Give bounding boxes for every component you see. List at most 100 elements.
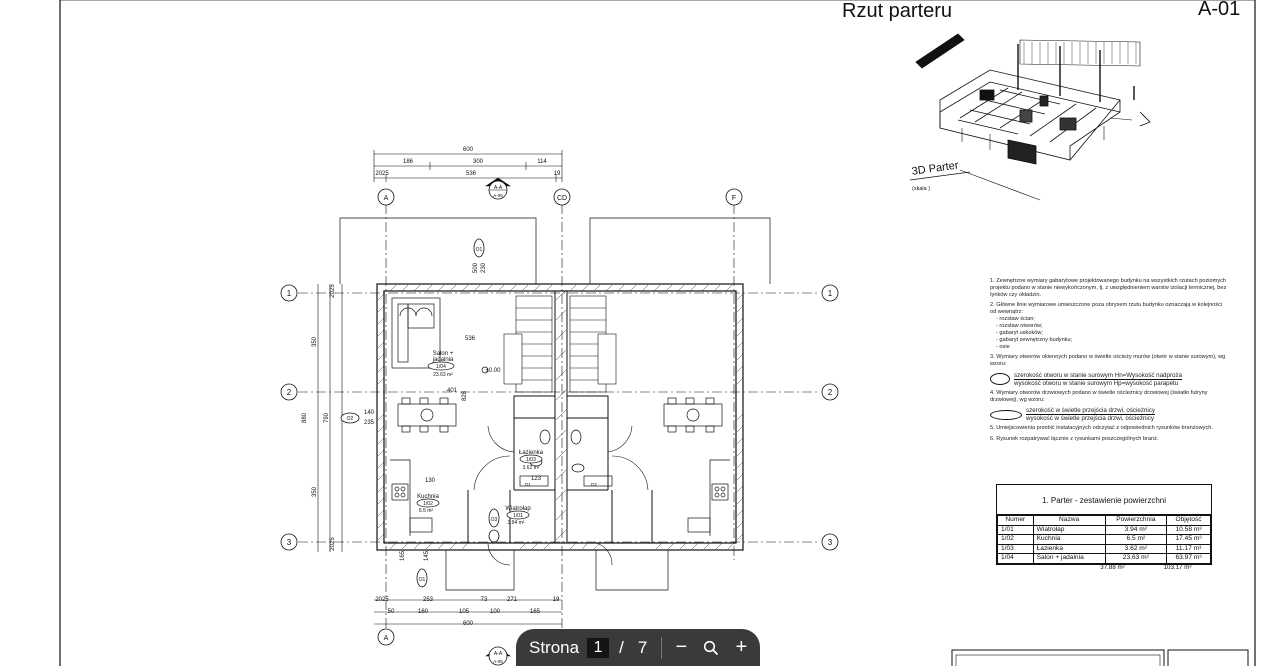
cell: 1/02 <box>997 534 1034 545</box>
toolbar-divider <box>661 636 663 659</box>
dim-bottom-f: 50 <box>388 609 395 615</box>
note-4: 4. Wymiary otworów drzwiowych podano w ś… <box>990 389 1208 403</box>
dim-top-e: 536 <box>466 171 477 177</box>
cell: 1/04 <box>997 553 1034 564</box>
note-2-item: - gabaryt zewnętrzny budynku; <box>996 336 1073 343</box>
room-name-kuchnia: Kuchnia <box>417 494 439 500</box>
note-2-list: - rozstaw ścian; - rozstaw otworów; - ga… <box>996 316 1230 351</box>
floor-plan <box>280 150 839 666</box>
cell: 1/03 <box>997 543 1034 554</box>
axis-label-cd: CD <box>557 195 567 202</box>
col-header: Numer <box>997 515 1034 526</box>
dim-misc-b: 230 <box>481 262 487 273</box>
note-2-text: 2. Główne linie wymiarowe umieszczone po… <box>990 302 1223 316</box>
dim-top-b: 300 <box>473 159 484 165</box>
note-2-item: - osie <box>996 343 1010 350</box>
dim-left-f: 350 <box>312 486 318 497</box>
axis-label-2: 2 <box>287 388 292 397</box>
dim-misc-g: 165 <box>400 550 406 561</box>
dim-left-b: 350 <box>312 336 318 347</box>
dim-top-c: 114 <box>537 159 547 165</box>
general-notes: 1. Zewnętrzne wymiary gabarytowe projekt… <box>990 278 1230 446</box>
window-legend-line-1: szerokość otworu w stanie surowym Hn=Wys… <box>1014 371 1182 380</box>
door-legend-line-1: szerokość w świetle przejścia drzwi, ośc… <box>1026 407 1155 416</box>
window-tag-o1-top: O1 <box>476 247 483 253</box>
zoom-icon[interactable] <box>696 633 726 663</box>
area-schedule-title: 1. Parter - zestawienie powierzchni <box>997 485 1211 515</box>
room-name-salon: Salon + <box>433 351 454 357</box>
note-2-item: - rozstaw ścian; <box>996 316 1035 323</box>
page-total: 7 <box>637 637 648 657</box>
room-id-kuchnia: 1/02 <box>423 501 433 507</box>
axis-label-1: 1 <box>287 289 292 298</box>
cell: 23.63 m² <box>1104 553 1168 564</box>
page-separator: / <box>619 637 624 657</box>
cell: 63.97 m³ <box>1166 553 1211 564</box>
room-area-salon: 23.63 m² <box>433 372 453 378</box>
door-legend: szerokość w świetle przejścia drzwi, ośc… <box>990 407 1230 422</box>
col-header: Objętość <box>1166 515 1211 526</box>
total-area: 37.88 m² <box>1100 564 1125 571</box>
dim-left-a: 2025 <box>330 284 336 298</box>
dim-bottom-d: 271 <box>507 597 518 603</box>
dim-bottom-i: 100 <box>490 609 501 615</box>
col-header: Nazwa <box>1032 515 1106 526</box>
table-row: 1/04 Salon + jadalnia 23.63 m² 63.97 m³ <box>997 553 1211 564</box>
axis-label-1-right: 1 <box>828 289 833 298</box>
room-id-wiatrolap: 1/01 <box>513 513 523 519</box>
axis-label-3-right: 3 <box>828 538 833 547</box>
sheet-number: A-01 <box>1198 0 1241 20</box>
door-legend-line-2: wysokość w świetle przejścia drzwi, ości… <box>1026 415 1154 423</box>
dim-top-a: 186 <box>403 159 414 165</box>
dim-left-c: 880 <box>302 412 308 423</box>
note-2: 2. Główne linie wymiarowe umieszczone po… <box>990 302 1230 316</box>
note-6: 6. Rysunek rozpatrywać łącznie z rysunka… <box>990 435 1159 442</box>
dim-bottom-h: 105 <box>459 609 470 615</box>
dim-misc-c: 536 <box>465 336 476 342</box>
zoom-out-button[interactable]: − <box>675 636 688 658</box>
cell: Łazienka <box>1032 543 1106 554</box>
table-row: 1/01 Wiatrołap 3.94 m² 10.58 m³ <box>997 524 1211 535</box>
table-row: 1/02 Kuchnia 6.5 m² 17.45 m³ <box>997 534 1211 545</box>
dim-bottom-a: 2025 <box>375 597 389 603</box>
axis-label-a-bottom: A <box>384 635 389 642</box>
axis-label-f: F <box>732 195 736 202</box>
cell: 3.94 m² <box>1104 524 1168 535</box>
cell: 1/01 <box>997 524 1034 535</box>
room-name-lazienka: Łazienka <box>519 450 544 456</box>
room-id-salon: 1/04 <box>436 364 446 370</box>
door-legend-oval <box>990 409 1022 420</box>
dim-bottom-total: 600 <box>463 621 474 627</box>
room-name-wiatrolap: Wiatrołap <box>505 506 531 512</box>
section-label-bottom: A-A <box>494 651 503 657</box>
cell: 3.62 m² <box>1104 543 1168 554</box>
dim-bottom-e: 19 <box>553 597 560 603</box>
dim-top-total: 600 <box>463 147 474 153</box>
room-area-lazienka: 3.62 m² <box>523 465 540 471</box>
door-tag-d2: D2 <box>591 482 597 487</box>
axis-label-3: 3 <box>287 538 292 547</box>
dim-misc-d: 401 <box>447 388 458 394</box>
room-area-kuchnia: 6.5 m² <box>419 508 434 514</box>
window-tag-o3: O3 <box>491 517 498 523</box>
window-tag-o1-bottom: O1 <box>419 577 426 583</box>
area-schedule-table: Numer Nazwa Powierzchnia Objętość 1/01 W… <box>997 515 1211 564</box>
dim-left-e: 790 <box>324 412 330 423</box>
cell: 6.5 m² <box>1104 534 1168 545</box>
level-mark: ±0.00 <box>486 368 502 374</box>
zoom-in-button[interactable]: + <box>735 636 748 658</box>
isometric-3d-view <box>915 33 1151 165</box>
page-number-input[interactable]: 1 <box>587 637 610 658</box>
cell: Kuchnia <box>1032 534 1106 545</box>
door-legend-text: szerokość w świetle przejścia drzwi, ośc… <box>1026 407 1155 422</box>
window-legend: szerokość otworu w stanie surowym Hn=Wys… <box>990 372 1230 387</box>
sheet-title: Rzut parteru <box>842 0 953 22</box>
room-area-wiatrolap: 3.94 m² <box>508 520 525 526</box>
note-2-item: - rozstaw otworów; <box>996 323 1043 330</box>
dim-bottom-c: 73 <box>481 597 488 603</box>
dim-misc-i: 123 <box>531 476 542 482</box>
axis-label-a: A <box>384 195 389 202</box>
window-legend-oval <box>990 373 1010 386</box>
area-schedule-totals: 37.88 m² 103.17 m³ <box>1080 564 1210 571</box>
cell: 11.17 m³ <box>1166 543 1211 554</box>
